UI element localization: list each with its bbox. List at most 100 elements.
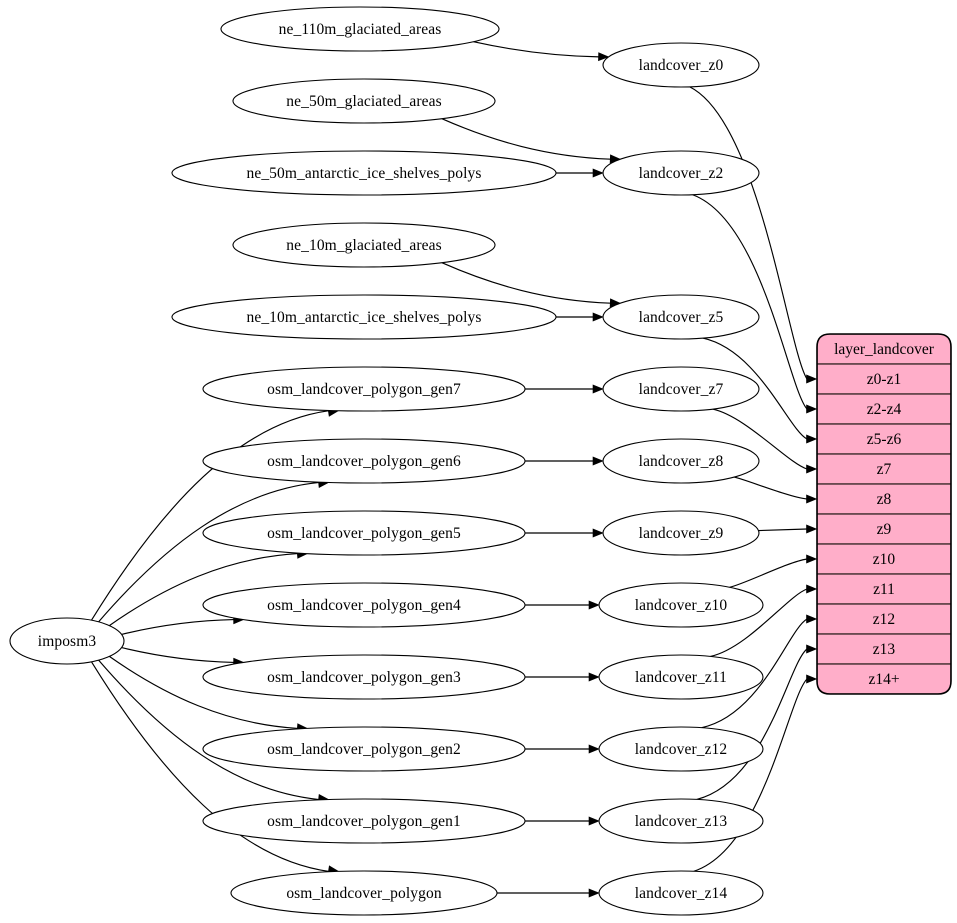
edge-line: [696, 648, 808, 800]
edge-imposm3-to-osm_landcover_polygon_gen4: [121, 615, 245, 635]
node-landcover_z12[interactable]: landcover_z12: [598, 726, 764, 772]
node-label: ne_10m_antarctic_ice_shelves_polys: [247, 309, 482, 326]
arrow-head: [806, 434, 818, 444]
node-landcover_z5[interactable]: landcover_z5: [602, 294, 760, 340]
edge-line: [689, 86, 808, 380]
node-imposm3[interactable]: imposm3: [9, 617, 125, 665]
node-osm_landcover_polygon[interactable]: osm_landcover_polygon: [230, 870, 498, 916]
edge-osm_landcover_polygon_gen1-to-landcover_z13: [525, 816, 600, 826]
node-ne_50m_glaciated_areas[interactable]: ne_50m_glaciated_areas: [232, 78, 496, 124]
edge-osm_landcover_polygon_gen5-to-landcover_z9: [525, 528, 604, 538]
table-header-label: layer_landcover: [834, 341, 935, 358]
node-label: osm_landcover_polygon_gen1: [267, 813, 461, 830]
arrow-head: [806, 554, 818, 564]
node-shape: [202, 726, 526, 772]
node-ne_10m_glaciated_areas[interactable]: ne_10m_glaciated_areas: [232, 222, 496, 268]
table-header-cell: [817, 334, 951, 365]
node-landcover_z9[interactable]: landcover_z9: [602, 510, 760, 556]
table-row-label: z8: [877, 491, 892, 508]
node-label: osm_landcover_polygon_gen3: [267, 669, 461, 686]
node-shape: [232, 78, 496, 124]
node-shape: [602, 366, 760, 412]
node-osm_landcover_polygon_gen5[interactable]: osm_landcover_polygon_gen5: [202, 510, 526, 556]
node-label: landcover_z13: [635, 813, 728, 830]
arrow-head: [592, 456, 604, 466]
node-shape: [171, 294, 557, 340]
arrow-head: [588, 744, 600, 754]
edge-ne_50m_antarctic_ice_shelves_polys-to-landcover_z2: [556, 168, 604, 178]
node-landcover_z11[interactable]: landcover_z11: [598, 654, 764, 700]
node-landcover_z0[interactable]: landcover_z0: [602, 42, 760, 88]
node-landcover_z2[interactable]: landcover_z2: [602, 150, 760, 196]
table-row-label: z10: [873, 551, 896, 568]
node-landcover_z10[interactable]: landcover_z10: [598, 582, 764, 628]
node-osm_landcover_polygon_gen2[interactable]: osm_landcover_polygon_gen2: [202, 726, 526, 772]
node-ne_110m_glaciated_areas[interactable]: ne_110m_glaciated_areas: [220, 6, 500, 52]
node-label: landcover_z0: [639, 57, 724, 74]
arrow-head: [806, 374, 818, 384]
table-row-row-z13[interactable]: [817, 633, 951, 665]
node-shape: [230, 870, 498, 916]
node-shape: [602, 150, 760, 196]
table-row-row-z10[interactable]: [817, 543, 951, 575]
edge-line: [109, 655, 298, 729]
node-shape: [9, 617, 125, 665]
node-label: landcover_z7: [639, 381, 724, 398]
node-label: landcover_z8: [639, 453, 724, 470]
table-row-row-z8[interactable]: [817, 483, 951, 515]
node-osm_landcover_polygon_gen7[interactable]: osm_landcover_polygon_gen7: [202, 366, 526, 412]
table-row-row-z14plus[interactable]: [817, 663, 951, 694]
node-osm_landcover_polygon_gen4[interactable]: osm_landcover_polygon_gen4: [202, 582, 526, 628]
arrow-head: [592, 312, 604, 322]
arrow-head: [806, 464, 818, 474]
node-label: osm_landcover_polygon_gen4: [267, 597, 461, 614]
table-row-label: z11: [873, 581, 895, 598]
node-landcover_z13[interactable]: landcover_z13: [598, 798, 764, 844]
node-shape: [232, 222, 496, 268]
edge-osm_landcover_polygon_gen6-to-landcover_z8: [525, 456, 604, 466]
node-ne_10m_antarctic_ice_shelves_polys[interactable]: ne_10m_antarctic_ice_shelves_polys: [171, 294, 557, 340]
node-label: imposm3: [38, 633, 97, 650]
node-shape: [598, 870, 764, 916]
edge-line: [712, 408, 808, 470]
arrow-head: [598, 52, 610, 62]
edge-line: [121, 619, 235, 635]
edge-line: [729, 558, 808, 588]
edge-landcover_z13-to-row-z13: [696, 644, 818, 800]
node-osm_landcover_polygon_gen1[interactable]: osm_landcover_polygon_gen1: [202, 798, 526, 844]
arrow-head: [588, 888, 600, 898]
table-row-row-z12[interactable]: [817, 603, 951, 635]
edge-osm_landcover_polygon_gen7-to-landcover_z7: [525, 384, 604, 394]
node-shape: [598, 582, 764, 628]
edge-line: [710, 588, 808, 658]
node-landcover_z7[interactable]: landcover_z7: [602, 366, 760, 412]
arrow-head: [588, 816, 600, 826]
node-osm_landcover_polygon_gen6[interactable]: osm_landcover_polygon_gen6: [202, 438, 526, 484]
edge-landcover_z11-to-row-z11: [710, 584, 818, 658]
edge-line: [109, 553, 298, 627]
node-shape: [202, 438, 526, 484]
edge-line: [441, 118, 611, 160]
edge-landcover_z0-to-row-z0-z1: [689, 86, 818, 384]
node-label: landcover_z5: [639, 309, 724, 326]
table-row-label: z0-z1: [867, 371, 901, 388]
edge-landcover_z5-to-row-z5-z6: [702, 337, 818, 444]
node-label: osm_landcover_polygon: [286, 885, 442, 902]
edge-line: [701, 618, 808, 729]
arrow-head: [588, 600, 600, 610]
node-label: landcover_z9: [639, 525, 724, 542]
edge-landcover_z10-to-row-z10: [729, 554, 818, 588]
node-osm_landcover_polygon_gen3[interactable]: osm_landcover_polygon_gen3: [202, 654, 526, 700]
arrow-head: [588, 672, 600, 682]
node-label: osm_landcover_polygon_gen7: [267, 381, 461, 398]
table-row-row-z0-z1[interactable]: [817, 363, 951, 395]
node-landcover_z14[interactable]: landcover_z14: [598, 870, 764, 916]
arrow-head: [806, 494, 818, 504]
node-ne_50m_antarctic_ice_shelves_polys[interactable]: ne_50m_antarctic_ice_shelves_polys: [171, 150, 557, 196]
node-shape: [171, 150, 557, 196]
arrow-head: [592, 168, 604, 178]
node-label: landcover_z2: [639, 165, 724, 182]
node-landcover_z8[interactable]: landcover_z8: [602, 438, 760, 484]
node-label: osm_landcover_polygon_gen6: [267, 453, 461, 470]
